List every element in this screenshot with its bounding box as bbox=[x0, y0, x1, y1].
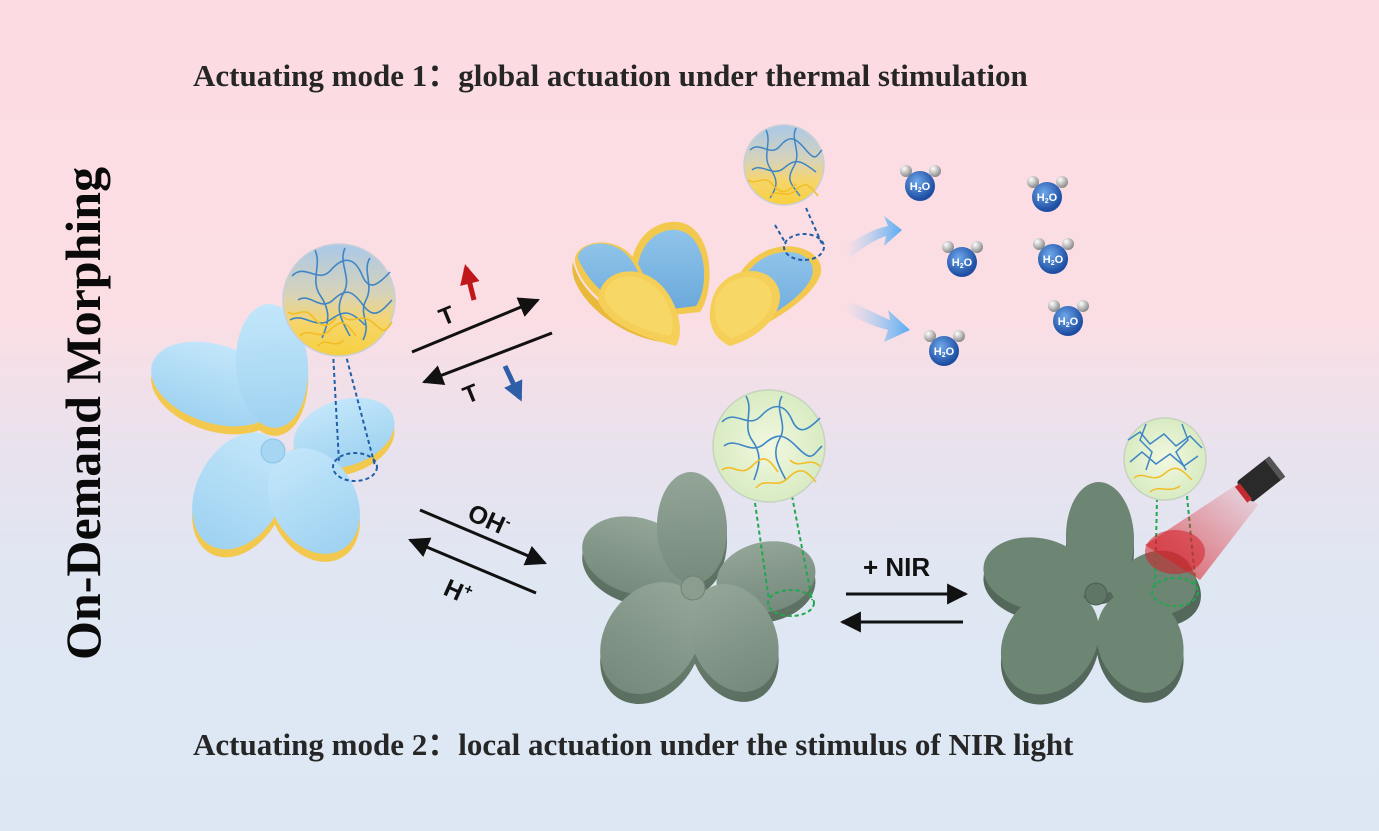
network-zoom-circle-2 bbox=[743, 124, 825, 206]
water-molecule: H2O bbox=[1033, 238, 1074, 274]
water-molecule: H2O bbox=[1027, 176, 1068, 212]
curled-bilayer-flower bbox=[572, 207, 825, 346]
hydrogen-atom bbox=[929, 165, 941, 177]
hydrogen-atom bbox=[1077, 300, 1089, 312]
hydrogen-atom bbox=[953, 330, 965, 342]
oxygen-atom bbox=[905, 171, 935, 201]
temperature-up-arrow bbox=[460, 264, 480, 301]
h2o-label: H2O bbox=[910, 181, 931, 194]
hydrogen-atom bbox=[1027, 176, 1039, 188]
hydrogen-atom bbox=[1056, 176, 1068, 188]
oxygen-atom bbox=[1038, 244, 1068, 274]
hydrogen-atom bbox=[1033, 238, 1045, 250]
thermal-forward-label: T bbox=[435, 301, 459, 332]
temperature-down-arrow bbox=[502, 364, 523, 402]
mode1-title: Actuating mode 1：global actuation under … bbox=[193, 58, 1028, 93]
hydrogen-atom bbox=[924, 330, 936, 342]
flat-bilayer-flower bbox=[151, 304, 395, 562]
network-zoom-circle-3 bbox=[712, 389, 826, 503]
nir-equilibrium-arrows: + NIR bbox=[839, 552, 969, 633]
ph-equilibrium-arrows: OH- H+ bbox=[408, 498, 547, 611]
water-molecule: H2O bbox=[942, 241, 983, 277]
green-flat-flower bbox=[582, 472, 816, 704]
svg-text:OH-: OH- bbox=[464, 498, 515, 542]
water-molecule: H2O bbox=[924, 330, 965, 366]
oxygen-atom bbox=[929, 336, 959, 366]
hydrogen-atom bbox=[971, 241, 983, 253]
base-label: OH bbox=[464, 499, 510, 540]
mode2-title: Actuating mode 2：local actuation under t… bbox=[193, 727, 1074, 762]
thermal-reverse-label: T bbox=[459, 379, 483, 410]
h2o-label: H2O bbox=[1043, 254, 1064, 267]
nir-laser bbox=[1145, 456, 1286, 580]
hydrogen-atom bbox=[942, 241, 954, 253]
h2o-label: H2O bbox=[1037, 192, 1058, 205]
hydrogen-atom bbox=[1048, 300, 1060, 312]
network-zoom-circle-4 bbox=[1123, 417, 1207, 501]
water-molecule: H2O bbox=[1048, 300, 1089, 336]
base-sup: - bbox=[503, 513, 514, 531]
oxygen-atom bbox=[947, 247, 977, 277]
h2o-label: H2O bbox=[934, 346, 955, 359]
hydrogen-atom bbox=[900, 165, 912, 177]
oxygen-atom bbox=[1032, 182, 1062, 212]
network-zoom-circle-1 bbox=[282, 243, 396, 357]
h2o-label: H2O bbox=[952, 257, 973, 270]
svg-text:H+: H+ bbox=[440, 573, 477, 611]
oxygen-atom bbox=[1053, 306, 1083, 336]
h2o-label: H2O bbox=[1058, 316, 1079, 329]
water-molecules: H2O H2O H2O H2O H2O H2O bbox=[900, 165, 1089, 366]
green-bent-flower bbox=[983, 482, 1201, 705]
nir-label: + NIR bbox=[863, 552, 930, 582]
thermal-equilibrium-arrows: T T bbox=[411, 264, 553, 410]
water-molecule: H2O bbox=[900, 165, 941, 201]
hydrogen-atom bbox=[1062, 238, 1074, 250]
evaporation-arrows bbox=[845, 216, 910, 342]
